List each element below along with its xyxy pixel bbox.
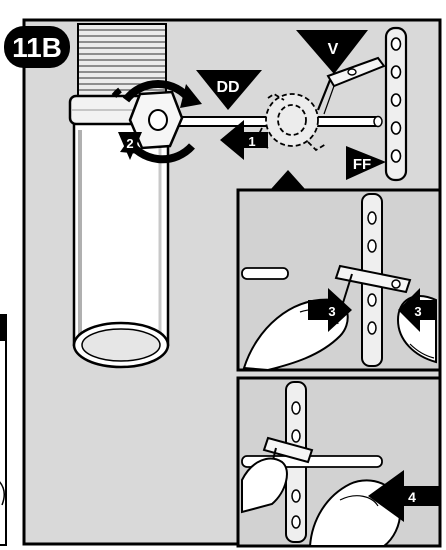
callout-ff-label: FF: [353, 156, 371, 173]
step4-label: 4: [408, 489, 416, 505]
callout-dd-label: DD: [216, 79, 239, 96]
step1-label: 1: [248, 134, 255, 149]
adjacent-figure-edge: [0, 315, 6, 545]
clevis-strap: [386, 28, 406, 180]
callout-v-label: V: [328, 41, 339, 58]
detail-inset-2: [238, 378, 440, 546]
step-badge-label: 11B: [12, 32, 62, 63]
step-badge: 11B: [4, 26, 70, 68]
step3-left-label: 3: [328, 304, 335, 319]
step3-right-label: 3: [414, 304, 421, 319]
step2-label: 2: [126, 136, 133, 151]
detail-inset-1: [238, 190, 440, 370]
